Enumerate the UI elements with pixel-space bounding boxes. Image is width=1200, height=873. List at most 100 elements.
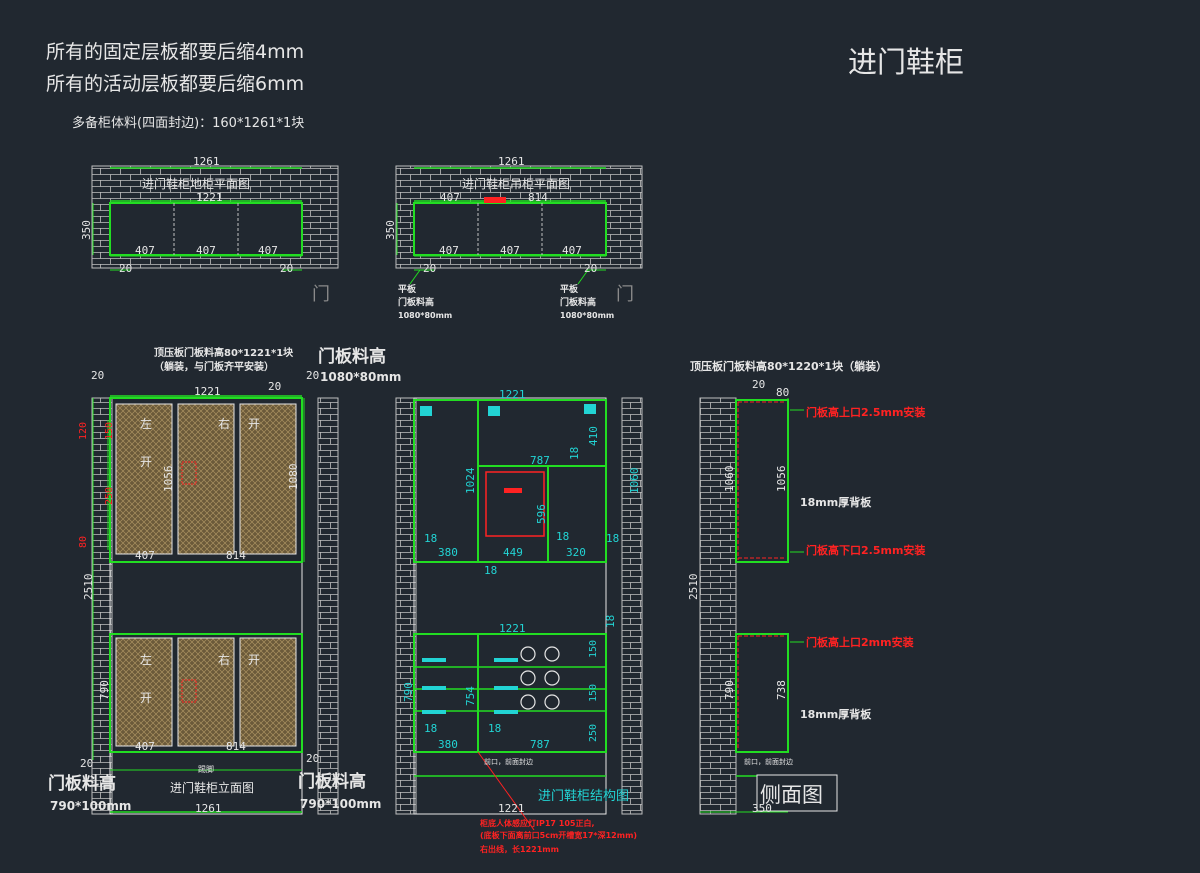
plan-wall-bay3: 407 bbox=[562, 244, 582, 257]
elev-dim-150: 150 bbox=[104, 422, 115, 440]
struct-dim-18-b: 18 bbox=[424, 532, 437, 545]
elevation-top-note-1: 顶压板门板料高80*1221*1块 bbox=[154, 346, 294, 359]
door-char-3: 右 bbox=[218, 416, 230, 431]
main-title: 进门鞋柜 bbox=[848, 45, 964, 79]
red-note-3: 右出线，长1221mm bbox=[479, 844, 559, 854]
elevation-frame bbox=[91, 395, 339, 815]
plan-wall-side-left: 20 bbox=[423, 262, 436, 275]
elev-lower-left-width: 407 bbox=[135, 740, 155, 753]
struct-dim-787-bottom: 787 bbox=[530, 738, 550, 751]
elev-upper-height: 1080 bbox=[287, 464, 300, 491]
struct-dim-380-bottom: 380 bbox=[438, 738, 458, 751]
struct-dim-18-a: 18 bbox=[568, 447, 581, 460]
struct-dim-1221-bottom: 1221 bbox=[498, 802, 525, 815]
door-char-4: 开 bbox=[248, 417, 260, 431]
plan-wall-top-left: 407 bbox=[440, 191, 460, 204]
struct-dim-1060: 1060 bbox=[628, 468, 641, 495]
side-dim-80: 80 bbox=[776, 386, 789, 399]
struct-bottom-note: 前口，前面封边 bbox=[484, 757, 533, 766]
side-note-upper-bottom: 门板高下口2.5mm安装 bbox=[806, 543, 925, 557]
lower-material-size-right: 790*100mm bbox=[300, 797, 381, 811]
elevation-lower-doors bbox=[115, 637, 297, 747]
structure-frame bbox=[395, 397, 643, 831]
plan-floor-bay1: 407 bbox=[135, 244, 155, 257]
side-note-lower-top: 门板高上口2mm安装 bbox=[806, 635, 914, 649]
elev-upper-right-width: 814 bbox=[226, 549, 246, 562]
plan-floor-inner-width: 1221 bbox=[196, 191, 223, 204]
plan-floor-depth: 350 bbox=[80, 220, 93, 240]
plan-wall-note-left-3: 1080*80mm bbox=[398, 311, 452, 320]
struct-dim-449: 449 bbox=[503, 546, 523, 559]
struct-dim-18-e: 18 bbox=[484, 564, 497, 577]
plan-floor-side-left: 20 bbox=[119, 262, 132, 275]
plan-floor-title: 进门鞋柜地柜平面图 bbox=[142, 176, 250, 191]
elev-bottom-right: 20 bbox=[306, 752, 319, 765]
plan-wall bbox=[395, 165, 643, 285]
shoe-icons bbox=[520, 646, 560, 710]
door-char-5: 左 bbox=[140, 652, 152, 667]
struct-dim-754: 754 bbox=[464, 686, 477, 706]
door-char-1: 左 bbox=[140, 416, 152, 431]
side-title: 侧面图 bbox=[760, 783, 823, 807]
side-dim-790: 790 bbox=[723, 680, 736, 700]
lower-material-size-left: 790*100mm bbox=[50, 799, 131, 813]
door-char-2: 开 bbox=[140, 455, 152, 469]
elev-inner-width: 1221 bbox=[194, 385, 221, 398]
plan-wall-note-right-2: 门板料高 bbox=[560, 296, 596, 308]
red-note-2: (底板下面离前口5cm开槽宽17*深12mm) bbox=[480, 830, 637, 840]
struct-dim-18-c: 18 bbox=[556, 530, 569, 543]
side-dim-20: 20 bbox=[752, 378, 765, 391]
plan-wall-title: 进门鞋柜吊柜平面图 bbox=[462, 176, 570, 191]
struct-dim-250: 250 bbox=[588, 724, 599, 742]
side-total-height: 2510 bbox=[687, 574, 700, 601]
door-material-label: 门板料高 bbox=[318, 346, 386, 367]
elev-total-width: 1261 bbox=[195, 802, 222, 815]
spare-material-note: 多备柜体料(四面封边)：160*1261*1块 bbox=[72, 115, 304, 131]
elev-total-height: 2510 bbox=[82, 574, 95, 601]
elev-side-top-right: 20 bbox=[268, 380, 281, 393]
elev-lower-right-width: 814 bbox=[226, 740, 246, 753]
plan-floor-width: 1261 bbox=[193, 155, 220, 168]
side-title-box bbox=[756, 774, 838, 812]
side-note-upper-top: 门板高上口2.5mm安装 bbox=[806, 405, 925, 419]
elevation-top-note-2: （躺装，与门板齐平安装） bbox=[154, 360, 274, 373]
elev-lower-height: 790 bbox=[98, 680, 111, 700]
side-back-panel-upper: 18mm厚背板 bbox=[800, 495, 872, 509]
struct-dim-18-d: 18 bbox=[606, 532, 619, 545]
plan-wall-door-mark: 门 bbox=[616, 284, 634, 305]
plan-wall-side-right: 20 bbox=[584, 262, 597, 275]
struct-top-width: 1221 bbox=[499, 388, 526, 401]
elevation-upper-doors bbox=[115, 403, 297, 555]
plan-floor-side-right: 20 bbox=[280, 262, 293, 275]
struct-dim-790: 790 bbox=[402, 682, 415, 702]
elev-side-top-left: 20 bbox=[91, 369, 104, 382]
plan-wall-bay1: 407 bbox=[439, 244, 459, 257]
struct-dim-596: 596 bbox=[535, 504, 548, 524]
struct-dim-150-a: 150 bbox=[588, 640, 599, 658]
elev-dim-80: 80 bbox=[78, 536, 89, 548]
struct-dim-150-b: 150 bbox=[588, 684, 599, 702]
plan-wall-bay2: 407 bbox=[500, 244, 520, 257]
plan-floor-bay2: 407 bbox=[196, 244, 216, 257]
side-dim-1060: 1060 bbox=[723, 466, 736, 493]
elev-upper-left-width: 407 bbox=[135, 549, 155, 562]
door-material-size: 1080*80mm bbox=[320, 370, 401, 384]
struct-dim-18-f: 18 bbox=[604, 615, 617, 628]
plan-wall-note-right-3: 1080*80mm bbox=[560, 311, 614, 320]
plan-floor bbox=[91, 165, 339, 271]
plan-wall-note-right-1: 平板 bbox=[560, 283, 579, 295]
side-view-frame bbox=[699, 397, 804, 815]
struct-dim-320: 320 bbox=[566, 546, 586, 559]
side-back-panel-lower: 18mm厚背板 bbox=[800, 707, 872, 721]
elev-upper-door-height: 1056 bbox=[162, 466, 175, 493]
struct-dim-787-top: 787 bbox=[530, 454, 550, 467]
side-depth: 350 bbox=[752, 802, 772, 815]
elev-dim-250: 250 bbox=[104, 487, 115, 505]
elevation-title: 进门鞋柜立面图 bbox=[170, 780, 254, 795]
elev-bottom-left: 20 bbox=[80, 757, 93, 770]
side-bottom-note: 前口，前面封边 bbox=[744, 757, 793, 766]
struct-dim-1024: 1024 bbox=[464, 467, 477, 494]
lower-material-label-left: 门板料高 bbox=[48, 773, 116, 794]
red-note-1: 柜底人体感应灯IP17 105正白, bbox=[479, 818, 595, 828]
